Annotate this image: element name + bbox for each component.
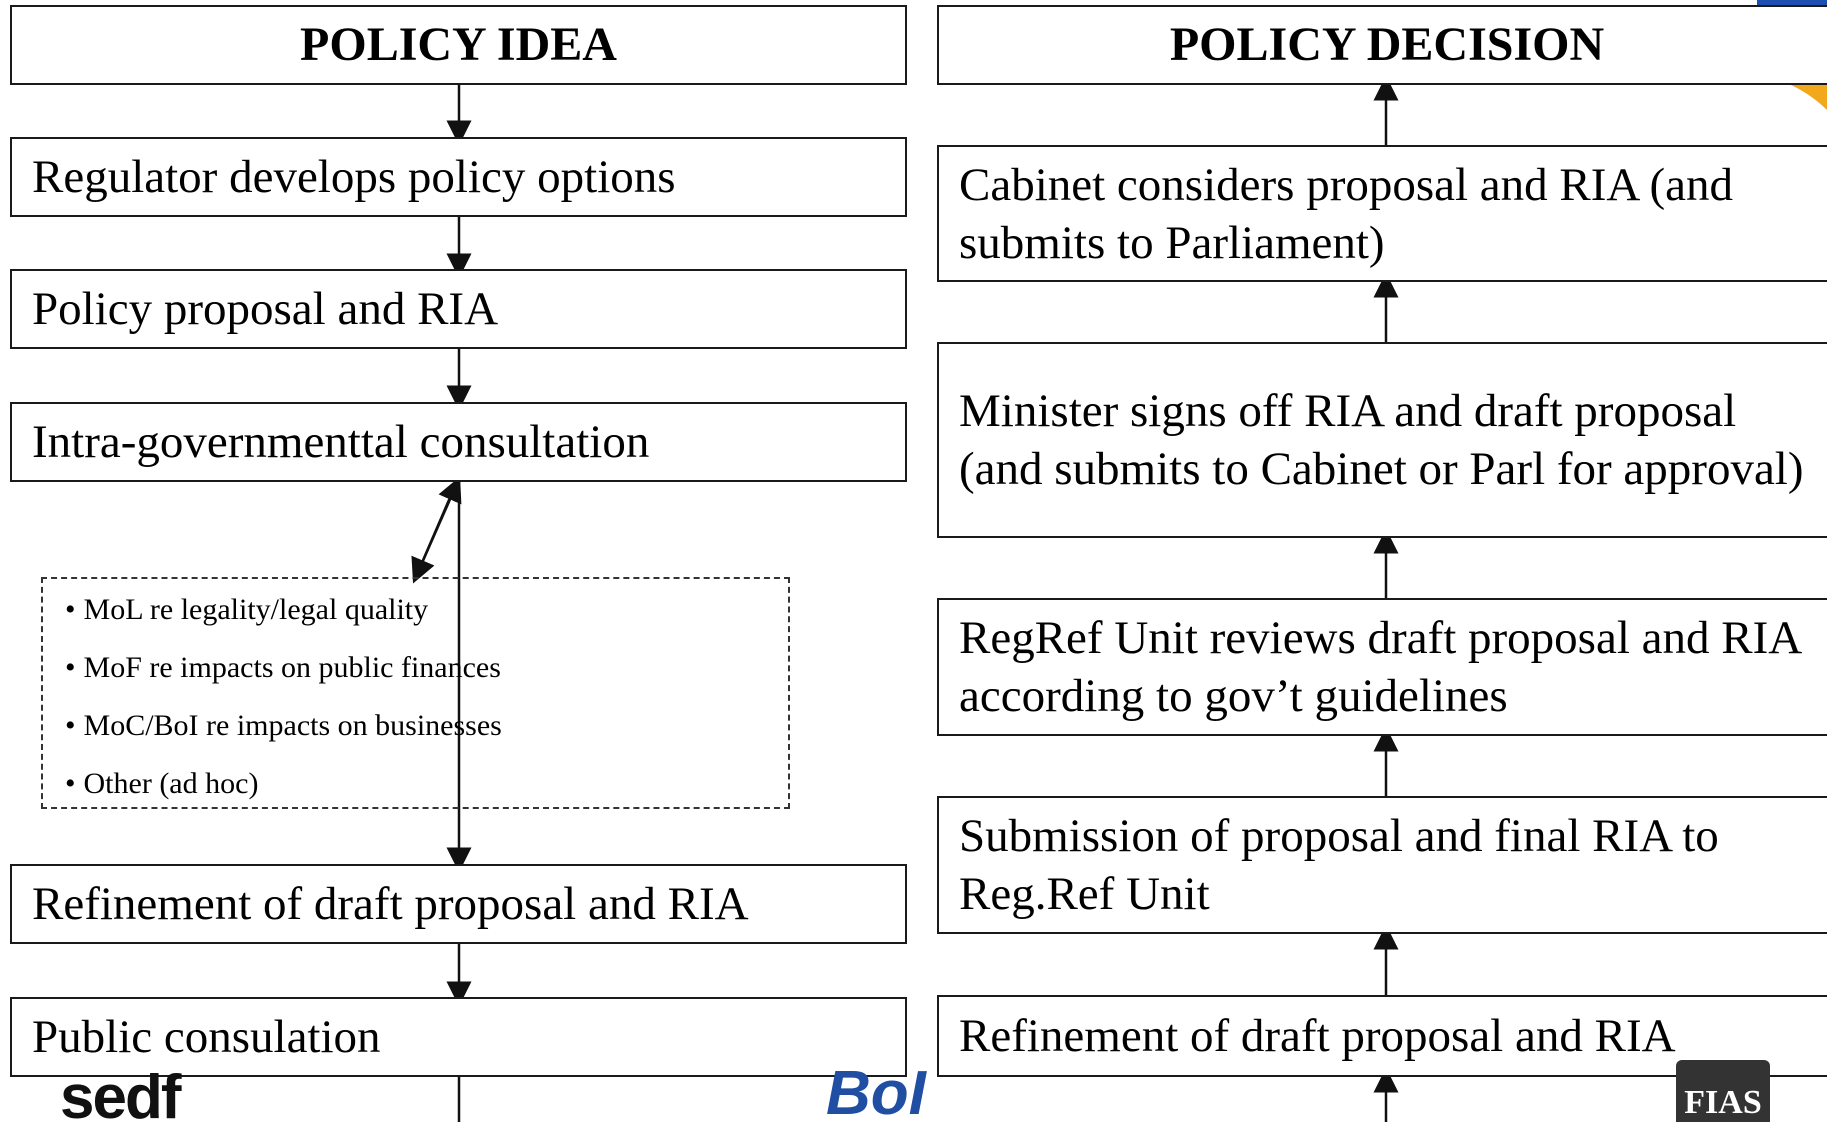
step-label: Policy proposal and RIA — [32, 283, 499, 335]
step-submission-to-regref: Submission of proposal and final RIA to … — [937, 796, 1827, 934]
list-item: Other (ad hoc) — [65, 763, 788, 821]
consultation-bodies-box: MoL re legality/legal quality MoF re imp… — [41, 577, 790, 809]
step-label: Minister signs off RIA and draft proposa… — [959, 385, 1804, 495]
step-public-consultation: Public consulation — [10, 997, 907, 1077]
step-label: Submission of proposal and final RIA to … — [959, 810, 1719, 920]
step-label: Public consulation — [32, 1011, 381, 1063]
step-label: Refinement of draft proposal and RIA — [959, 1010, 1676, 1062]
step-label: Intra-governmenttal consultation — [32, 416, 650, 468]
left-column-title: POLICY IDEA — [10, 5, 907, 85]
step-label: Regulator develops policy options — [32, 151, 676, 203]
step-refinement-left: Refinement of draft proposal and RIA — [10, 864, 907, 944]
fias-logo: FIAS — [1676, 1060, 1770, 1122]
sedf-logo: sedf — [60, 1063, 181, 1132]
arrow-list-to-consultation — [416, 476, 462, 573]
list-item: MoC/BoI re impacts on businesses — [65, 705, 788, 763]
policy-decision-title: POLICY DECISION — [1169, 18, 1605, 71]
step-label: Cabinet considers proposal and RIA (and … — [959, 158, 1734, 269]
step-label: RegRef Unit reviews draft proposal and R… — [959, 612, 1800, 722]
step-intra-gov-consultation: Intra-governmenttal consultation — [10, 402, 907, 482]
right-column-title: POLICY DECISION — [937, 5, 1827, 85]
list-item: MoL re legality/legal quality — [65, 589, 788, 647]
policy-idea-title: POLICY IDEA — [300, 18, 617, 71]
list-item: MoF re impacts on public finances — [65, 647, 788, 705]
step-regref-reviews: RegRef Unit reviews draft proposal and R… — [937, 598, 1827, 736]
step-minister-signs-off: Minister signs off RIA and draft proposa… — [937, 342, 1827, 538]
boi-logo: BoI — [826, 1059, 926, 1128]
step-label: Refinement of draft proposal and RIA — [32, 878, 749, 930]
step-policy-proposal: Policy proposal and RIA — [10, 269, 907, 349]
step-cabinet-considers: Cabinet considers proposal and RIA (and … — [937, 145, 1827, 282]
step-regulator-options: Regulator develops policy options — [10, 137, 907, 217]
consultation-list: MoL re legality/legal quality MoF re imp… — [65, 589, 788, 821]
